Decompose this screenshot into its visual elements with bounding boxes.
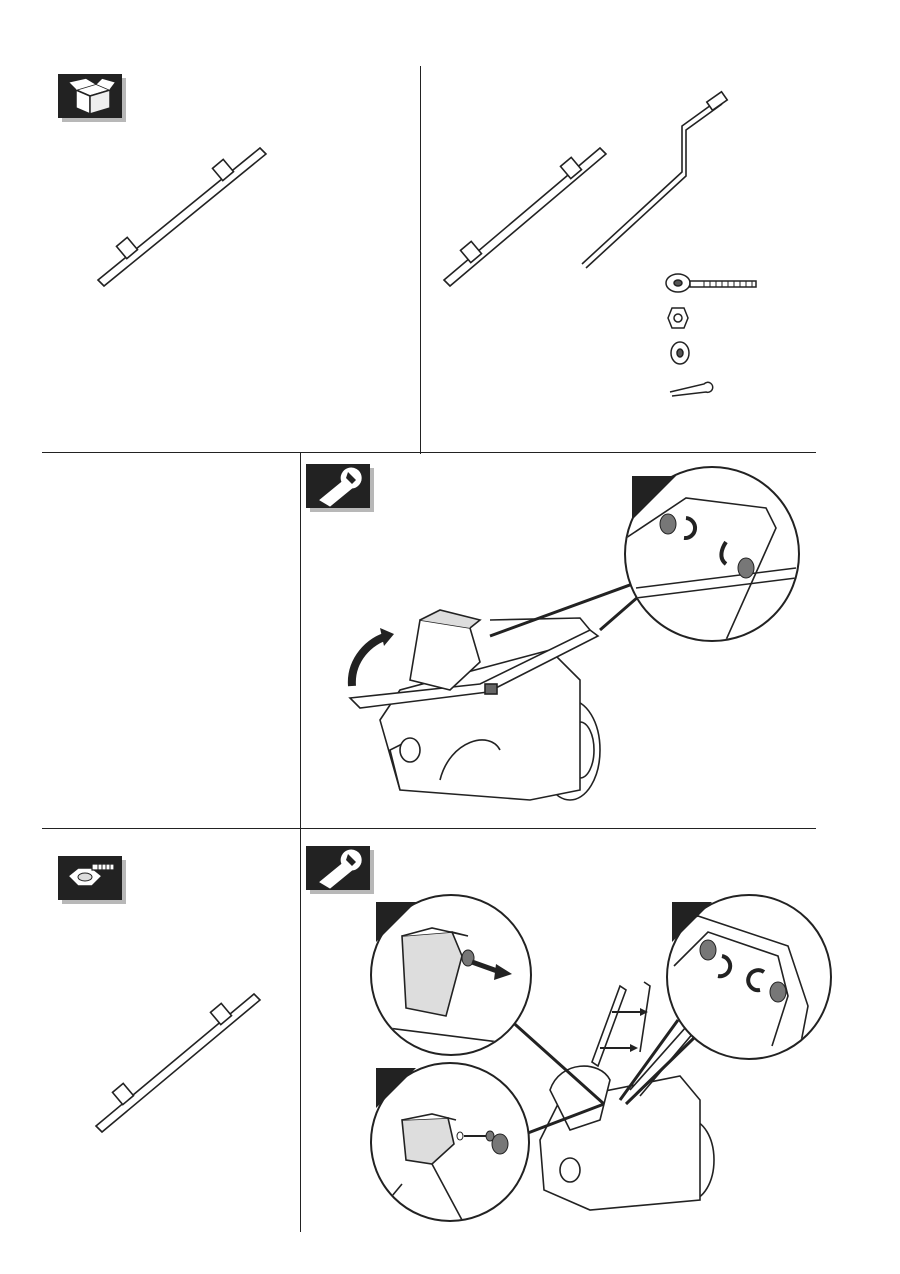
hardware-icon (58, 856, 122, 900)
box-icon (58, 74, 122, 118)
wrench-icon-2 (306, 846, 370, 890)
callout-corner-tab (632, 476, 676, 520)
cotter-pin-illustration (669, 381, 714, 397)
divider-vertical-mid (300, 452, 301, 1232)
divider-horizontal-2 (42, 828, 816, 829)
eye-bolt-illustration (665, 273, 757, 293)
callout-leader-lines-2 (506, 1016, 698, 1138)
callout-corner-tab-2 (376, 902, 416, 942)
callout-corner-tab-4 (672, 902, 712, 942)
snow-thrower-handle-fold-illustration (347, 609, 601, 801)
chute-crank-illustration (581, 90, 729, 269)
wrench-icon (306, 464, 370, 508)
washer-illustration (670, 341, 690, 365)
divider-vertical-top (420, 66, 421, 454)
chute-removal-callout (370, 894, 532, 1056)
upper-handle-illustration (94, 992, 262, 1134)
handle-attach-illustration (591, 981, 651, 1068)
handle-bar-illustration (442, 146, 608, 288)
lower-handle-illustration (96, 146, 268, 288)
callout-corner-tab-3 (376, 1068, 416, 1108)
hex-nut-illustration (667, 307, 689, 329)
divider-horizontal-1 (42, 452, 816, 453)
